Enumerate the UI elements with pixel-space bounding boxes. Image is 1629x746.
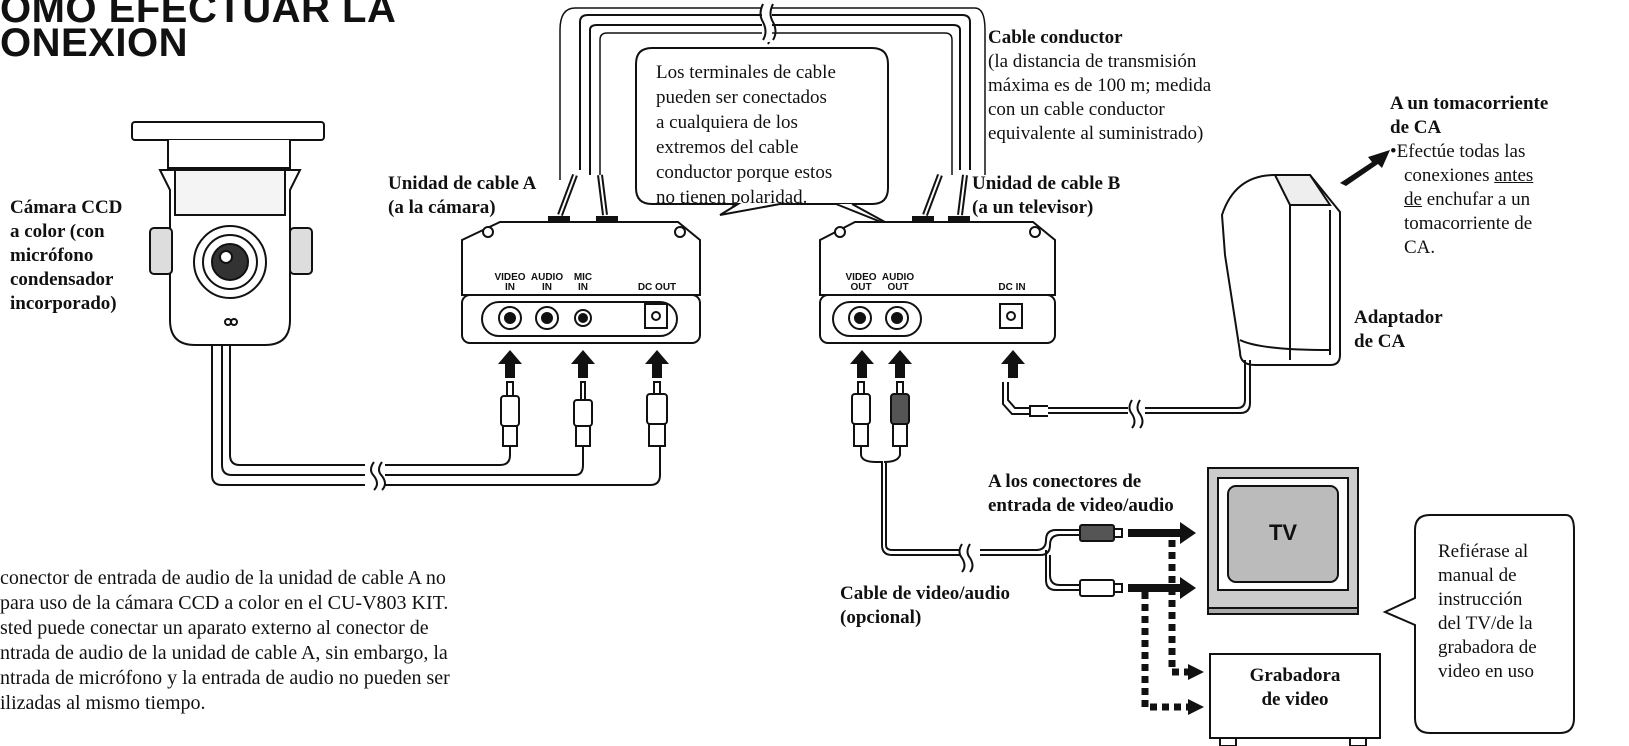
tv-input-arrows <box>1128 522 1196 599</box>
vcr-arrowheads <box>1188 664 1204 715</box>
unit-b-label: Unidad de cable B (a un televisor) <box>972 173 1121 218</box>
outlet-direction-arrow <box>1340 150 1390 186</box>
port-label-dc-in: DC IN <box>998 282 1026 293</box>
ccd-camera <box>131 121 325 346</box>
ac-adapter <box>1220 174 1341 366</box>
polarity-note-bubble <box>635 47 889 216</box>
tv-set <box>1207 467 1359 615</box>
port-label-audio-in: AUDIO IN <box>530 272 564 293</box>
lead-cable <box>559 2 986 182</box>
dc-cord <box>1002 360 1251 429</box>
port-label-video-in: VIDEO IN <box>494 272 526 293</box>
cable-unit-a <box>461 221 701 344</box>
adapter-label: Adaptador de CA <box>1354 307 1443 352</box>
unit-a-label: Unidad de cable A (a la cámara) <box>388 173 537 218</box>
polarity-note: Los terminales de cable pueden ser conec… <box>656 62 836 208</box>
vcr <box>1209 653 1381 746</box>
port-label-video-out: VIDEO OUT <box>845 272 877 293</box>
footnote: conector de entrada de audio de la unida… <box>0 567 450 714</box>
page-title-line1: ÓMO EFECTUAR LA <box>0 0 397 31</box>
vcr-label: Grabadora de video <box>1249 665 1341 710</box>
camera-label: Cámara CCD a color (con micrófono conden… <box>10 197 123 314</box>
av-inputs-label: A los conectores de entrada de video/aud… <box>988 471 1174 516</box>
refer-note-bubble <box>1382 514 1575 734</box>
refer-note: Refiérase al manual de instrucción del T… <box>1438 541 1537 682</box>
cable-unit-b <box>819 221 1056 344</box>
vcr-dotted-connections <box>1141 540 1190 711</box>
up-arrows <box>498 350 1025 378</box>
bullet-icon: • <box>1390 141 1397 162</box>
tv-label: TV <box>1268 520 1298 545</box>
port-label-mic-in: MIC IN <box>573 272 593 293</box>
camera-cable <box>211 345 661 491</box>
lead-cable-note: Cable conductor (la distancia de transmi… <box>988 27 1212 144</box>
outlet-note: A un tomacorriente de CA •Efectúe todas … <box>1390 93 1549 258</box>
av-cable-label: Cable de video/audio (opcional) <box>840 583 1010 628</box>
port-label-dc-out: DC OUT <box>637 282 677 293</box>
unit-a-plugs <box>500 381 668 447</box>
port-label-audio-out: AUDIO OUT <box>881 272 915 293</box>
av-cable <box>851 381 1123 597</box>
lead-cable-plugs-a <box>548 173 618 224</box>
lead-cable-plugs-b <box>912 173 970 224</box>
page-title-line2: ONEXION <box>0 21 188 65</box>
